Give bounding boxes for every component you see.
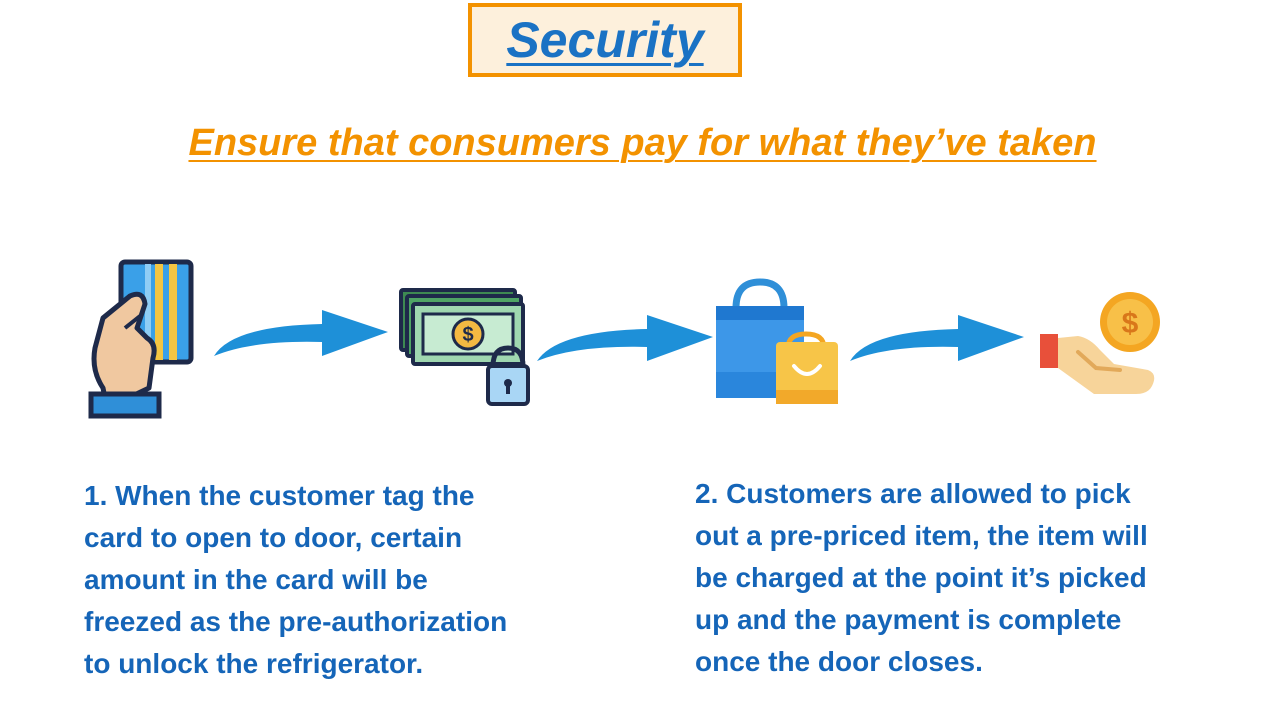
step-2-line: 2. Customers are allowed to pick [695,478,1131,509]
step-1-line: card to open to door, certain [84,522,463,553]
step-1-line: freezed as the pre-authorization [84,606,508,637]
step-2-description: 2. Customers are allowed to pick out a p… [695,473,1148,683]
step-1-description: 1. When the customer tag the card to ope… [84,475,507,685]
arrow-right-icon [537,315,713,361]
page-subtitle: Ensure that consumers pay for what they’… [188,122,1097,164]
page-title: Security [506,12,704,68]
step-1-line: to unlock the refrigerator. [84,648,424,679]
step-2-line: out a pre-priced item, the item will [695,520,1148,551]
svg-text:$: $ [462,324,473,346]
shopping-bags-icon [716,278,838,404]
svg-text:$: $ [1122,307,1139,340]
title-box: Security [468,3,742,77]
step-2-line: up and the payment is complete [695,604,1122,635]
arrow-right-icon [850,315,1024,361]
hand-receiving-coin-icon: $ [1040,292,1160,394]
hand-holding-card-icon [88,259,194,419]
locked-cash-icon: $ [399,288,530,406]
step-1-line: amount in the card will be [84,564,428,595]
step-2-line: once the door closes. [695,646,983,677]
step-1-line: 1. When the customer tag the [84,480,475,511]
step-2-line: be charged at the point it’s picked [695,562,1147,593]
arrow-right-icon [214,310,388,356]
